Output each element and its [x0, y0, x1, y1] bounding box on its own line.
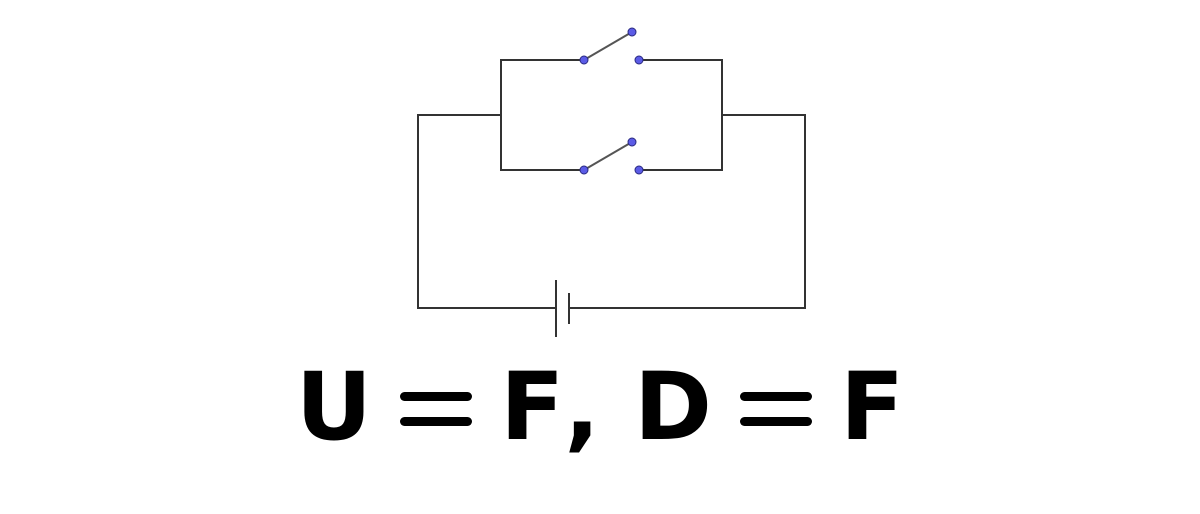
switch-d-tip-terminal — [627, 137, 637, 147]
switch-d-contact-terminal — [634, 165, 644, 175]
switch-d-pivot-terminal — [579, 165, 589, 175]
equals-sign-1 — [400, 392, 473, 426]
switch-d-lever — [583, 141, 633, 171]
caption-var-d: D — [634, 352, 713, 462]
caption-separator: , — [564, 352, 601, 462]
equals-sign-2 — [740, 392, 813, 426]
switch-u-contact-terminal — [634, 55, 644, 65]
switch-u-pivot-terminal — [579, 55, 589, 65]
switch-u-lever — [583, 31, 633, 61]
caption-var-u: U — [295, 352, 373, 462]
caption-val-u: F — [500, 352, 565, 462]
caption-val-d: F — [840, 352, 905, 462]
left-wire — [417, 114, 557, 309]
switch-u-tip-terminal — [627, 27, 637, 37]
right-wire — [568, 114, 806, 309]
switch-state-caption: U F , D F — [0, 352, 1200, 462]
